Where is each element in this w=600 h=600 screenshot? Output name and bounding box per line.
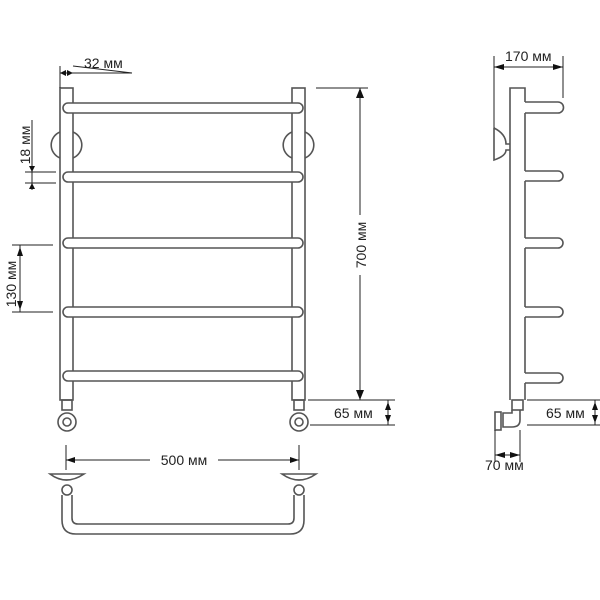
rail xyxy=(62,102,304,114)
side-view: 170 мм 65 мм 70 мм xyxy=(485,48,600,473)
rail xyxy=(62,306,304,318)
dimension-label: 700 мм xyxy=(353,222,369,269)
dimension-label: 65 мм xyxy=(334,405,373,421)
side-hooks xyxy=(525,101,565,384)
dimension-bottom-offset: 65 мм xyxy=(308,399,395,426)
rail xyxy=(62,171,304,183)
dimension-post-width: 32 мм xyxy=(59,55,133,88)
dimension-label: 70 мм xyxy=(485,457,524,473)
rail xyxy=(62,237,304,249)
dimension-height: 700 мм xyxy=(316,87,369,400)
wall-mount-left xyxy=(50,131,83,159)
dimension-label: 500 мм xyxy=(161,452,208,468)
dimension-rail-spacing: 130 мм xyxy=(3,244,53,313)
dimension-depth: 170 мм xyxy=(493,48,564,128)
dimension-side-bottom-offset: 65 мм xyxy=(527,399,600,426)
dimension-label: 130 мм xyxy=(3,261,19,308)
dimension-rail-thickness: 18 мм xyxy=(17,120,56,190)
front-view: 32 мм 700 мм 65 мм 18 мм xyxy=(3,55,395,432)
side-wall-mount xyxy=(493,127,510,162)
dimension-label: 170 мм xyxy=(505,48,552,64)
rail xyxy=(62,370,304,382)
dimension-label: 32 мм xyxy=(84,55,123,71)
rails xyxy=(62,102,304,382)
valve-left xyxy=(57,399,77,432)
dimension-label: 65 мм xyxy=(546,405,585,421)
dimension-valve-depth: 70 мм xyxy=(485,430,524,473)
dimension-label: 18 мм xyxy=(17,126,33,165)
bottom-view: 500 мм xyxy=(47,445,319,535)
valve-right xyxy=(289,399,309,432)
side-valve xyxy=(494,399,524,431)
wall-mount-right xyxy=(282,131,315,159)
